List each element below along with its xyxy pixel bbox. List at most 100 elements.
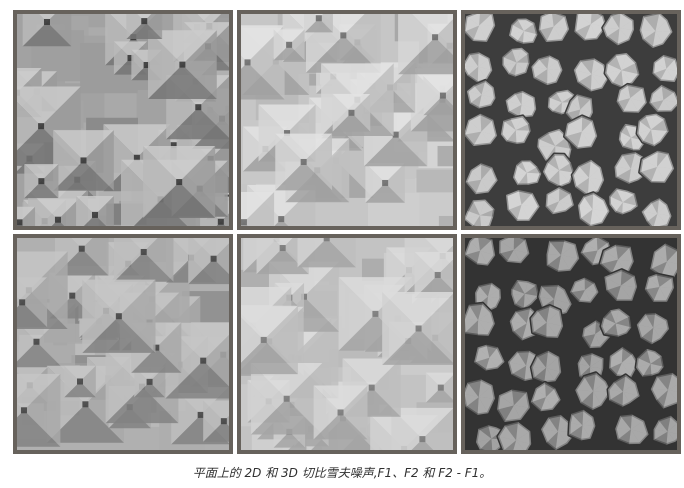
noise-cell: [465, 377, 497, 417]
noise-cell: [602, 268, 639, 303]
noise-cell: [613, 413, 651, 446]
noise-cell: [529, 349, 563, 384]
noise-pyramid: [24, 164, 59, 199]
noise-cell: [500, 46, 532, 79]
noise-cell: [539, 413, 578, 450]
noise-cell: [507, 17, 539, 46]
noise-cell: [640, 196, 673, 226]
noise-cell: [649, 371, 677, 411]
noise-pyramid: [304, 14, 333, 33]
noise-cell: [529, 53, 564, 87]
noise-cell: [568, 276, 600, 305]
noise-cell: [603, 51, 641, 90]
noise-pyramid: [82, 279, 156, 353]
noise-texture: [465, 14, 677, 226]
noise-cell: [615, 82, 649, 115]
noise-cell: [606, 373, 642, 409]
noise-pyramid: [241, 305, 298, 375]
noise-cell: [572, 14, 608, 42]
noise-cell: [465, 14, 497, 44]
noise-cell: [504, 89, 538, 120]
noise-block: [416, 169, 453, 193]
noise-panel-3d-f2-minus-f1: [461, 234, 681, 454]
noise-cell: [499, 114, 533, 146]
noise-panel-3d-f2: [237, 234, 457, 454]
noise-pyramid: [53, 130, 114, 191]
noise-pyramid: [425, 372, 453, 403]
noise-texture: [241, 238, 453, 450]
noise-pyramid: [297, 238, 356, 268]
noise-cell: [465, 78, 497, 110]
noise-texture: [241, 14, 453, 226]
noise-cell: [607, 186, 640, 216]
noise-cell: [496, 420, 533, 450]
noise-pyramid: [143, 146, 216, 219]
noise-cell: [647, 83, 677, 114]
noise-cell: [497, 238, 531, 265]
noise-pyramid: [365, 163, 405, 203]
noise-cell: [465, 198, 497, 226]
noise-panel-2d-f2-minus-f1: [461, 10, 681, 230]
noise-cell: [465, 161, 500, 196]
noise-pyramid: [273, 29, 305, 61]
noise-cell: [651, 53, 677, 84]
noise-cell: [599, 307, 633, 339]
noise-pyramid: [147, 30, 217, 99]
noise-cell: [465, 112, 499, 148]
noise-cell: [567, 408, 597, 442]
noise-pyramid: [275, 133, 333, 191]
noise-cell: [638, 14, 674, 50]
noise-cell: [635, 112, 671, 148]
noise-pyramid: [414, 251, 453, 299]
noise-pyramid: [113, 238, 174, 282]
noise-pyramid: [17, 277, 48, 328]
noise-cell: [465, 50, 494, 85]
noise-cell: [572, 56, 610, 93]
noise-cell: [576, 191, 611, 226]
noise-block: [437, 145, 453, 167]
noise-cell: [472, 343, 507, 372]
noise-cell: [652, 414, 677, 447]
noise-pyramid: [54, 238, 109, 276]
noise-cell: [613, 150, 650, 186]
noise-pyramid: [17, 206, 36, 226]
noise-cell: [635, 311, 671, 346]
noise-cell: [598, 243, 636, 277]
noise-pyramid: [313, 385, 368, 440]
noise-cell: [570, 158, 606, 198]
noise-texture: [17, 14, 229, 226]
noise-cell: [529, 380, 563, 413]
noise-texture: [17, 238, 229, 450]
noise-texture: [465, 238, 677, 450]
noise-cell: [465, 238, 497, 268]
noise-pyramid: [241, 191, 275, 226]
noise-cell: [643, 272, 676, 304]
noise-block: [438, 215, 453, 226]
noise-cell: [638, 149, 676, 185]
noise-cell: [465, 301, 497, 338]
noise-cell: [573, 371, 613, 412]
noise-pyramid: [22, 14, 72, 47]
noise-pyramid: [423, 76, 453, 116]
noise-cell: [511, 159, 543, 187]
noise-cell: [536, 283, 574, 319]
noise-panel-2d-f2: [237, 10, 457, 230]
noise-cell: [563, 114, 599, 151]
noise-pyramid: [64, 365, 96, 398]
noise-panel-2d-f1: [13, 10, 233, 230]
noise-cell: [541, 152, 576, 189]
noise-pyramid: [126, 14, 163, 39]
noise-cell: [607, 345, 641, 379]
noise-cell: [634, 347, 666, 379]
noise-cell: [648, 242, 677, 279]
noise-pyramid: [76, 195, 114, 226]
noise-panel-3d-f1: [13, 234, 233, 454]
noise-cell: [544, 185, 576, 216]
figure-caption: 平面上的 2D 和 3D 切比雪夫噪声,F1、F2 和 F2 - F1。: [192, 466, 492, 480]
noise-cell: [529, 304, 565, 340]
noise-pyramid: [332, 93, 371, 132]
noise-pyramid: [203, 400, 229, 442]
noise-pyramid: [188, 238, 229, 285]
noise-cell: [545, 238, 581, 274]
